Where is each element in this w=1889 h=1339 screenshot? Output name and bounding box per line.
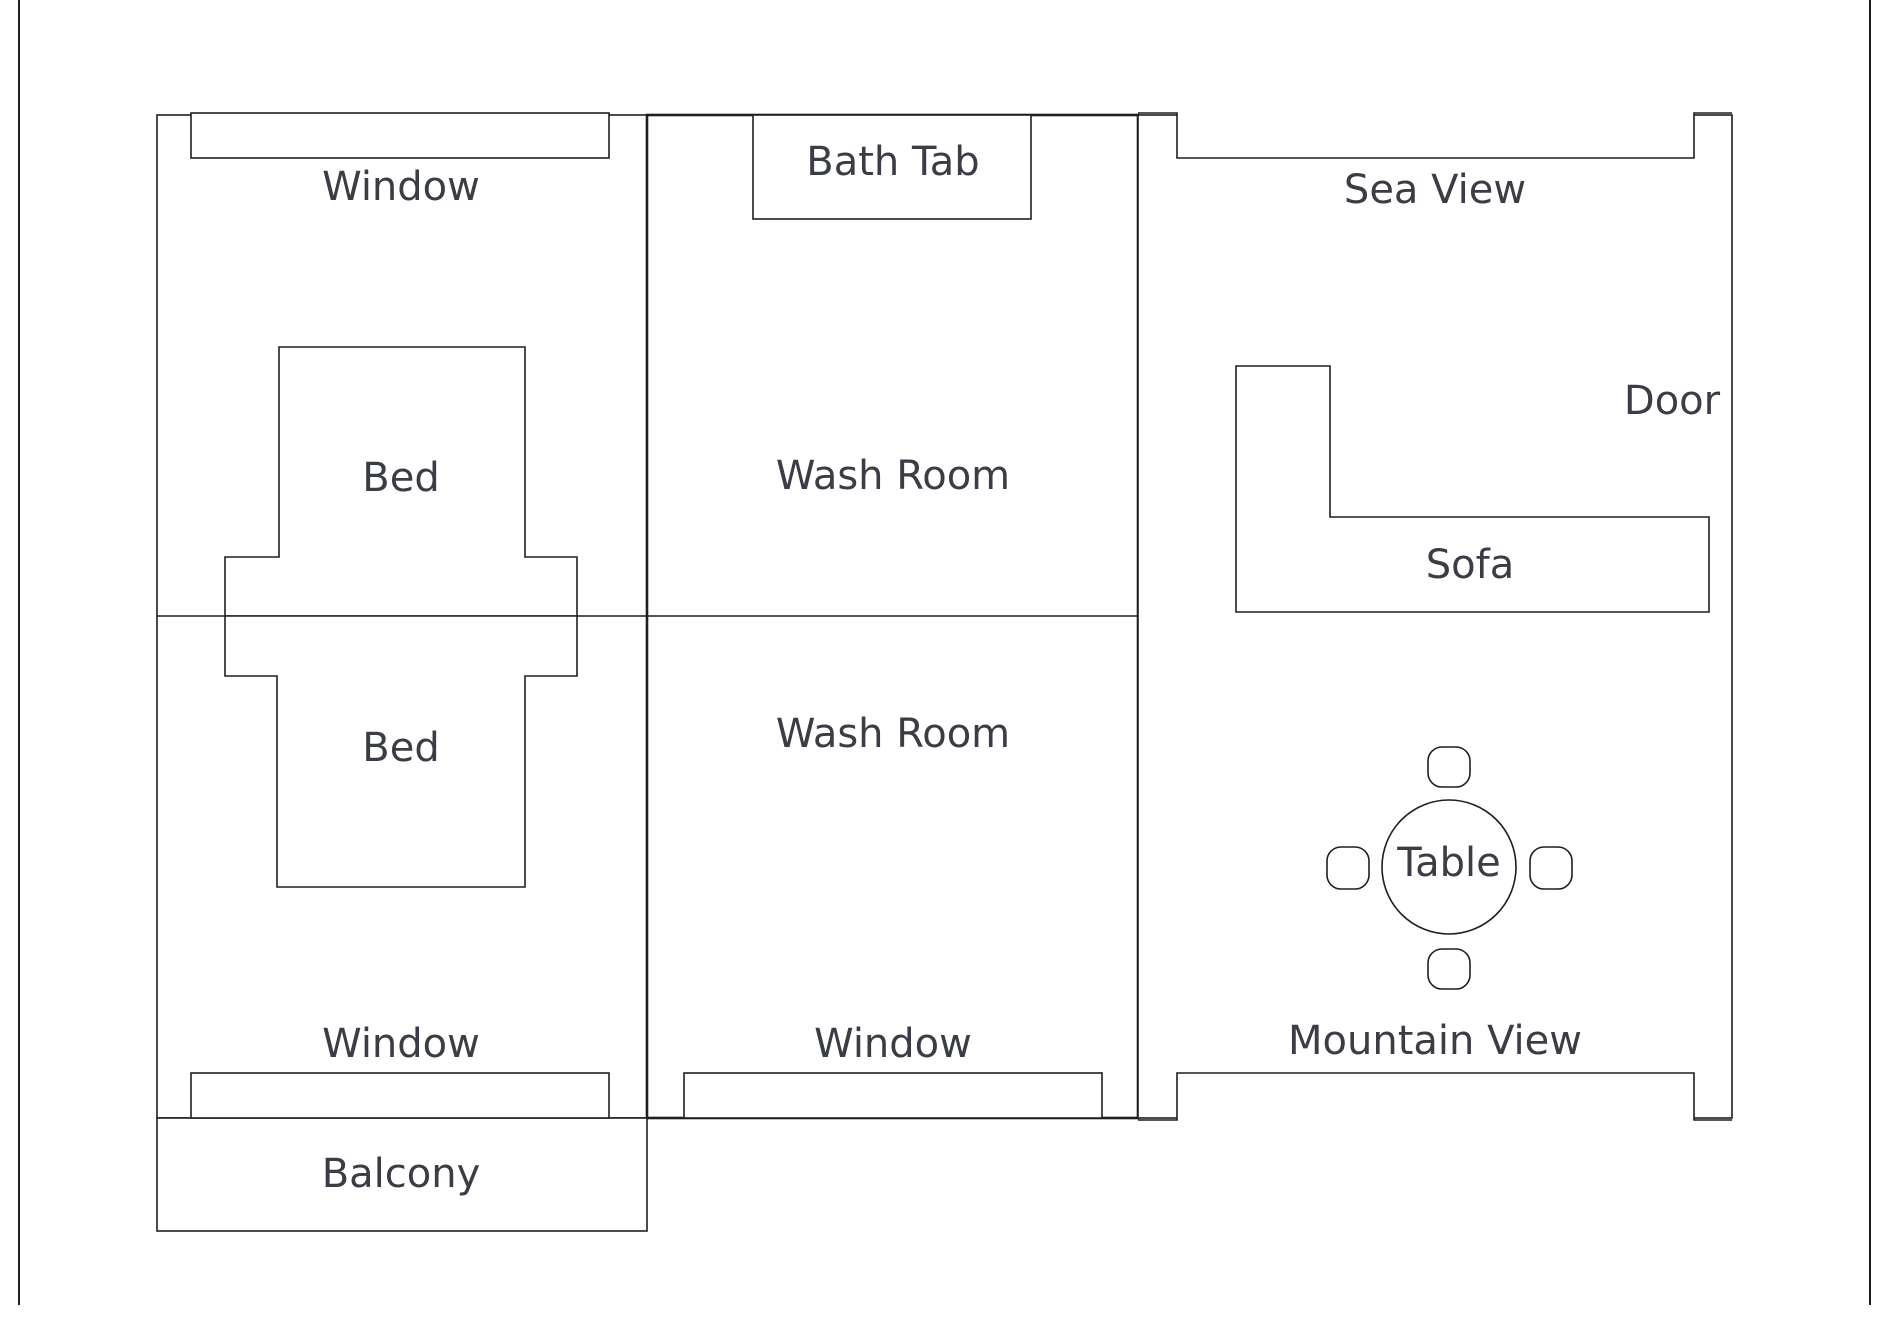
door-label: Door	[1624, 378, 1721, 424]
chair-left	[1326, 846, 1370, 890]
chair-bottom	[1427, 948, 1471, 990]
wash-room-lower-label: Wash Room	[776, 711, 1010, 757]
table-shape	[1381, 799, 1517, 935]
labels: Window Bath Tab Sea View Door Bed Wash R…	[322, 139, 1721, 1197]
bath-tab-label: Bath Tab	[806, 139, 979, 185]
mountain-view-label: Mountain View	[1288, 1018, 1582, 1064]
bedroom-top-window	[190, 112, 610, 159]
furniture	[224, 114, 1710, 990]
window-label-washroom-bottom: Window	[814, 1021, 972, 1067]
sea-view-opening	[1138, 112, 1732, 159]
chair-top	[1427, 746, 1471, 788]
bath-tab-shape	[752, 114, 1032, 220]
chair-right	[1529, 846, 1573, 890]
balcony-label: Balcony	[322, 1151, 481, 1197]
wash-room-upper-label: Wash Room	[776, 453, 1010, 499]
bed-upper-label: Bed	[362, 455, 439, 501]
washroom-bottom-window	[683, 1072, 1103, 1119]
bed-lower-shape	[224, 615, 578, 888]
mountain-view-opening	[1138, 1072, 1732, 1121]
table-label: Table	[1396, 840, 1500, 886]
bed-lower-label: Bed	[362, 725, 439, 771]
sea-view-label: Sea View	[1344, 167, 1526, 213]
page-frame	[18, 0, 1871, 1305]
balcony-outline	[156, 1117, 648, 1232]
bedroom-bottom-window	[190, 1072, 610, 1119]
sofa-shape	[1235, 365, 1710, 613]
sofa-label: Sofa	[1426, 542, 1514, 588]
window-label-bedroom-top: Window	[322, 164, 480, 210]
window-label-bedroom-bottom: Window	[322, 1021, 480, 1067]
wall-openings	[190, 112, 1732, 1121]
